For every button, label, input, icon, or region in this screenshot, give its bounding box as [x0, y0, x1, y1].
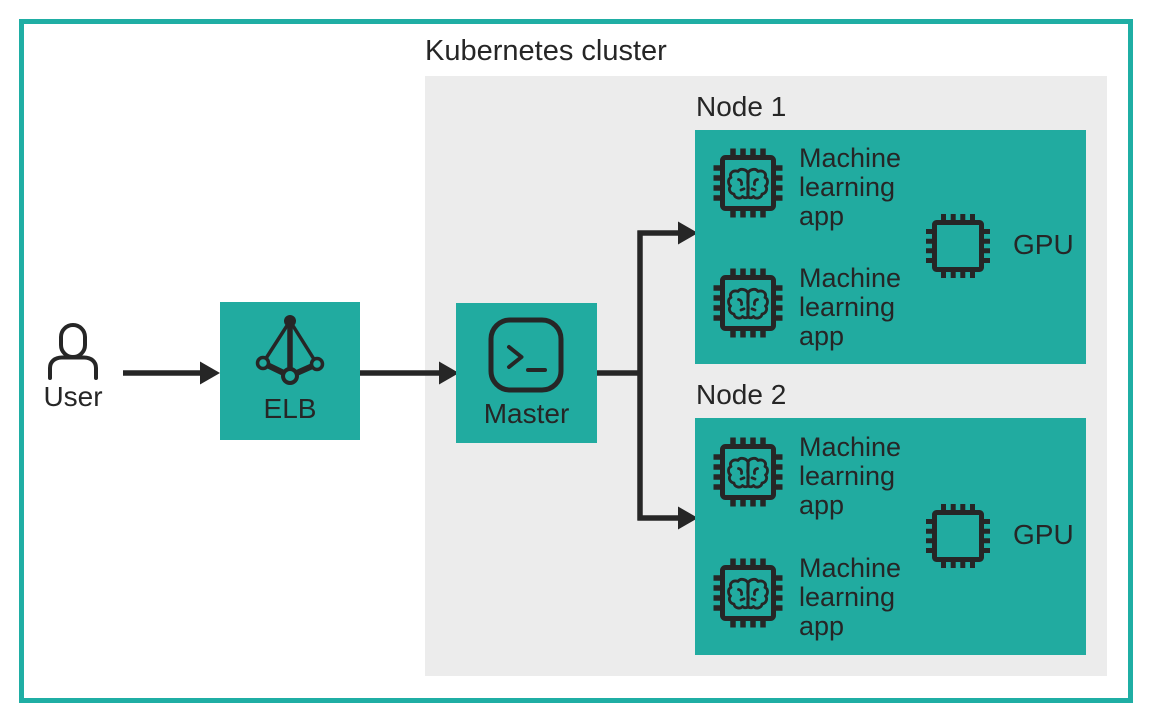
master-label: Master — [483, 398, 570, 429]
chip-brain-icon — [711, 146, 785, 220]
node1-label: Node 1 — [696, 91, 787, 122]
node2-label: Node 2 — [696, 379, 787, 410]
user-label: User — [43, 381, 103, 412]
cluster-title: Kubernetes cluster — [425, 35, 667, 67]
master-box: Master — [456, 303, 597, 443]
elb-label: ELB — [263, 393, 317, 424]
chip-brain-icon — [711, 266, 785, 340]
ml-app-label: Machine learning app — [799, 143, 902, 231]
elb-box: ELB — [220, 302, 360, 440]
chip-brain-icon — [711, 556, 785, 630]
ml-app-label: Machine learning app — [799, 553, 902, 641]
diagram-frame — [19, 19, 1133, 703]
gpu-chip-icon — [924, 212, 992, 280]
chip-brain-icon — [711, 435, 785, 509]
terminal-icon — [488, 317, 564, 393]
ml-app-label: Machine learning app — [799, 432, 902, 520]
node1-box: Machine learning app Machine learning ap… — [695, 130, 1086, 364]
node2-box: Machine learning app Machine learning ap… — [695, 418, 1086, 655]
ml-app-label: Machine learning app — [799, 263, 902, 351]
load-balancer-icon — [253, 314, 327, 388]
user-icon — [47, 322, 99, 380]
gpu-label: GPU — [1013, 519, 1074, 550]
gpu-chip-icon — [924, 502, 992, 570]
gpu-label: GPU — [1013, 229, 1074, 260]
